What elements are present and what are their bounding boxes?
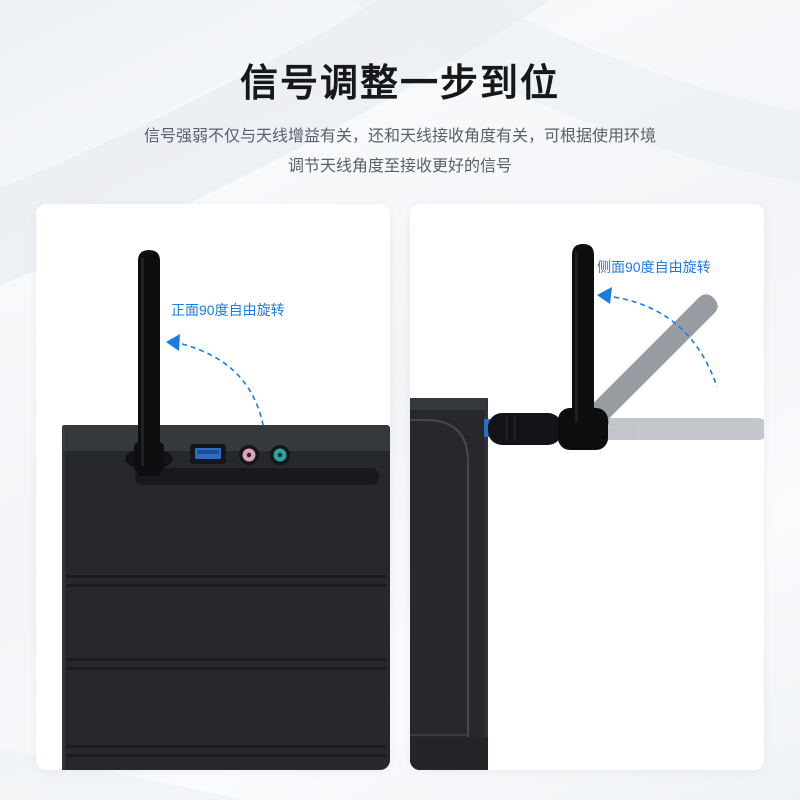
decor-curve (0, 0, 551, 286)
usb3-port (190, 444, 226, 464)
tower-side-view (410, 398, 488, 770)
tower-side-body (410, 398, 488, 770)
rotation-label-side: 侧面90度自由旋转 (597, 259, 711, 275)
decor-curve (351, 0, 800, 183)
decor-curve (0, 747, 244, 800)
rotation-arrow-icon (597, 287, 612, 304)
page-title: 信号调整一步到位 (239, 63, 560, 105)
page-subtitle: 信号强弱不仅与天线增益有关，还和天线接收角度有关，可根据使用环境 调节天线角度至… (0, 122, 800, 182)
panel-front-view (36, 204, 390, 770)
io-slot (135, 468, 379, 485)
wifi-antenna-front (125, 250, 173, 476)
front-view-illustration (62, 250, 390, 770)
headphone-jack-hole (277, 452, 283, 458)
tower-edge-highlight (62, 425, 65, 770)
antenna-highlight (141, 258, 144, 466)
panel-side-view (410, 204, 764, 770)
rotation-arrow-icon (166, 334, 180, 351)
tower-front-view (62, 425, 390, 770)
side-view-illustration (410, 244, 764, 770)
adapter-body (488, 413, 562, 445)
mic-jack-hole (246, 452, 252, 458)
tower-side-edge (485, 398, 488, 770)
rotation-label-front: 正面90度自由旋转 (171, 302, 285, 318)
tower-bezel-line (410, 419, 469, 744)
subtitle-line-2: 调节天线角度至接收更好的信号 (287, 158, 512, 175)
headphone-jack (270, 445, 290, 465)
wifi-adapter (484, 413, 562, 445)
tower-front-face (62, 451, 390, 770)
wifi-antenna-side (572, 244, 594, 429)
adapter-ridge (514, 416, 516, 442)
ghost-antenna-horizontal-body (583, 418, 764, 440)
tower-foot (410, 737, 488, 770)
rotation-path (181, 343, 264, 426)
usb3-port-inner (197, 450, 219, 454)
mic-jack (239, 445, 259, 465)
tower-side-top (410, 398, 488, 410)
tower-panel-grooves (66, 575, 386, 757)
rotation-path (613, 296, 718, 388)
antenna-highlight (575, 252, 578, 422)
adapter-ridge (506, 416, 508, 442)
subtitle-line-1: 信号强弱不仅与天线增益有关，还和天线接收角度有关，可根据使用环境 (143, 128, 656, 145)
